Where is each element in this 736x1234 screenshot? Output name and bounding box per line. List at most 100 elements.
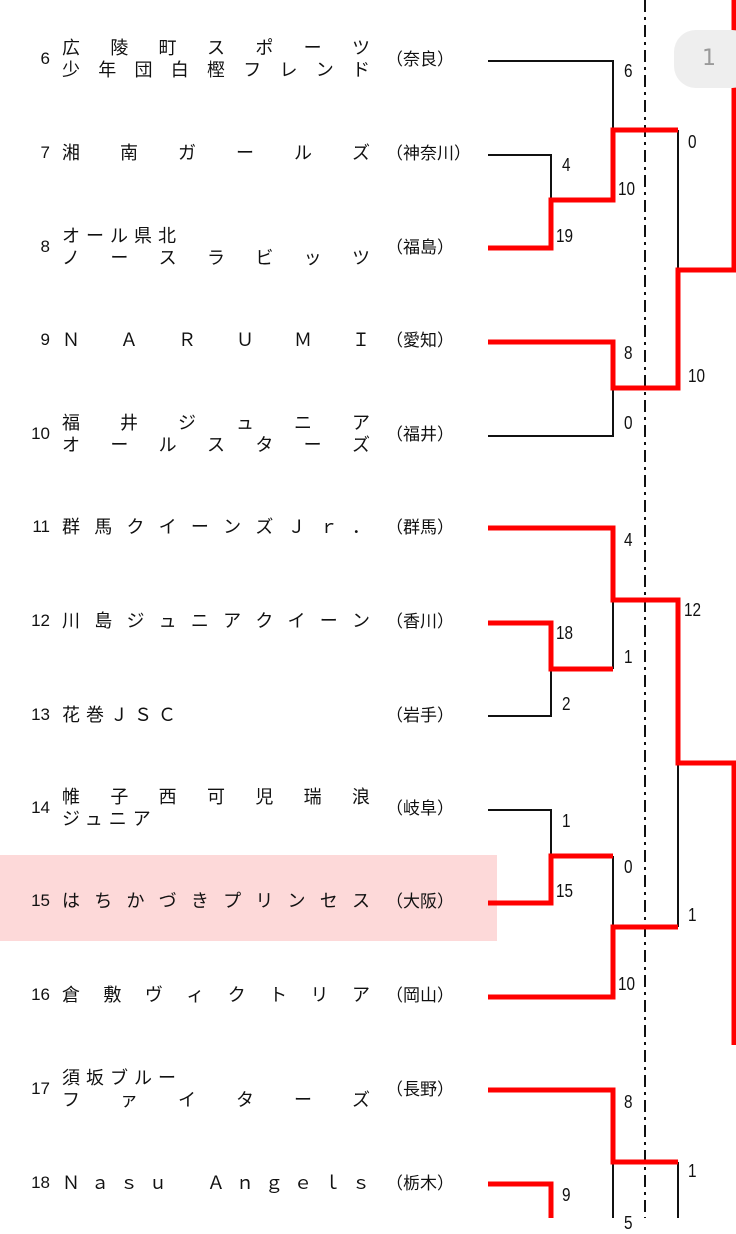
char: 少 xyxy=(62,60,80,81)
team-name: 花巻ＪＳＣ xyxy=(62,705,370,727)
char: ． xyxy=(351,517,370,538)
char: タ xyxy=(236,1090,254,1111)
seed-number: 12 xyxy=(31,611,50,630)
team-name: 川島ジュニアクイーン xyxy=(62,611,370,633)
char: ｅ xyxy=(294,1173,312,1194)
char: ズ xyxy=(352,143,370,164)
char: ニ xyxy=(294,413,312,434)
char xyxy=(178,1173,196,1195)
char: ュ xyxy=(236,413,254,434)
highlighted-team-row xyxy=(0,855,497,941)
bracket-line xyxy=(488,669,552,717)
char: ノ xyxy=(62,248,80,269)
char: ジ xyxy=(178,413,196,434)
score: 6 xyxy=(624,61,633,81)
char: は xyxy=(62,891,80,912)
char: 井 xyxy=(120,413,138,434)
char: ｕ xyxy=(149,1173,167,1194)
char: づ xyxy=(158,891,177,912)
char: ラ xyxy=(206,248,225,269)
prefecture: （群馬） xyxy=(386,518,454,538)
team-name-line: ジュニア xyxy=(62,809,157,830)
score: 1 xyxy=(688,1161,697,1181)
char: 帷 xyxy=(62,787,80,808)
char: ｓ xyxy=(120,1173,138,1194)
char: ガ xyxy=(178,143,196,164)
prefecture: （栃木） xyxy=(386,1174,454,1194)
team-name-line: 倉敷ヴィクトリア xyxy=(62,985,370,1007)
bracket-line xyxy=(488,388,614,437)
winner-path xyxy=(488,525,736,766)
char: ズ xyxy=(255,517,274,538)
score: 19 xyxy=(556,226,574,246)
score: 1 xyxy=(562,811,571,831)
team-name-line: オールスターズ xyxy=(62,435,370,457)
char: 瑞 xyxy=(303,787,322,808)
char: ズ xyxy=(352,1090,370,1111)
team-name: 広陵町スポーツ少年団白樫フレンド xyxy=(62,38,370,82)
char: ア xyxy=(351,985,370,1006)
char: 可 xyxy=(206,787,225,808)
team-name-line: 湘南ガールズ xyxy=(62,143,370,165)
score: 1 xyxy=(688,905,697,925)
seed-number: 6 xyxy=(40,49,50,68)
char: Ｎ xyxy=(62,330,80,351)
team-name: 福井ジュニアオールスターズ xyxy=(62,413,370,457)
char: ン xyxy=(315,60,334,81)
seed-number: 17 xyxy=(31,1079,50,1098)
prefecture: （福島） xyxy=(386,238,454,258)
char: 子 xyxy=(110,787,129,808)
char: ジ xyxy=(126,611,145,632)
score: 15 xyxy=(556,881,574,901)
char: 西 xyxy=(158,787,177,808)
prefecture: （岐阜） xyxy=(386,799,454,819)
char: Ｉ xyxy=(352,330,370,351)
char: 島 xyxy=(94,611,113,632)
char: 年 xyxy=(98,60,117,81)
char: ァ xyxy=(120,1090,138,1111)
char: 群 xyxy=(62,517,80,538)
team-name: 帷子西可児瑞浪ジュニア xyxy=(62,787,370,831)
prefecture: （岡山） xyxy=(386,986,454,1006)
prefecture: （奈良） xyxy=(386,50,454,70)
char: ポ xyxy=(255,38,274,59)
char: ー xyxy=(110,435,129,456)
prefecture: （香川） xyxy=(386,612,454,632)
char: ド xyxy=(352,60,370,81)
char: ー xyxy=(303,38,322,59)
char: ニ xyxy=(190,611,209,632)
team-name-line: 帷子西可児瑞浪 xyxy=(62,787,370,809)
score: 0 xyxy=(688,132,697,152)
score: 1 xyxy=(624,647,633,667)
char: 町 xyxy=(158,38,177,59)
char: イ xyxy=(158,517,177,538)
winner-path xyxy=(488,267,736,391)
prefecture: （大阪） xyxy=(386,892,454,912)
char: き xyxy=(190,891,209,912)
char: ー xyxy=(294,1090,312,1111)
char: か xyxy=(126,891,145,912)
seed-number: 7 xyxy=(40,143,50,162)
char: イ xyxy=(178,1090,196,1111)
winner-path xyxy=(488,1087,678,1165)
score: 8 xyxy=(624,343,633,363)
char: 樫 xyxy=(207,60,225,81)
char: セ xyxy=(319,891,338,912)
char: ー xyxy=(236,143,254,164)
bracket-line xyxy=(488,60,614,130)
char: ク xyxy=(227,985,246,1006)
team-name-line: はちかづきプリンセス xyxy=(62,891,370,913)
char: ク xyxy=(126,517,145,538)
seed-number: 10 xyxy=(31,424,50,443)
char: ｓ xyxy=(352,1173,370,1194)
char: ヴ xyxy=(144,985,163,1006)
char: 陵 xyxy=(110,38,129,59)
page-indicator[interactable]: 1 xyxy=(674,30,736,88)
char: ｎ xyxy=(236,1173,254,1194)
